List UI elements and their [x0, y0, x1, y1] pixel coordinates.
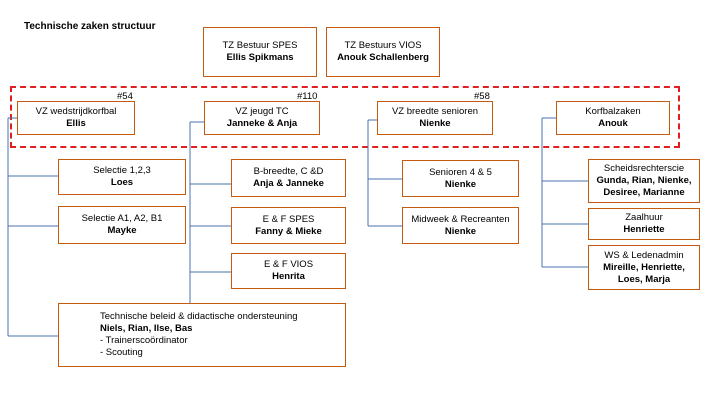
box-technische-beleid: Technische beleid & didactische onderste… [58, 303, 346, 367]
box-person: Janneke & Anja [226, 118, 298, 129]
box-korfbalzaken: Korfbalzaken Anouk [556, 101, 670, 135]
dashed-highlight-frame [10, 86, 680, 148]
box-person: Loes [110, 177, 134, 188]
box-label: B-breedte, C &D [253, 166, 324, 177]
box-selectie-123: Selectie 1,2,3 Loes [58, 159, 186, 195]
box-zaalhuur: Zaalhuur Henriette [588, 208, 700, 240]
box-label: Scheidsrechterscie [603, 163, 685, 174]
box-person: Mayke [107, 225, 137, 236]
box-persons: Niels, Rian, Ilse, Bas [100, 323, 193, 334]
box-midweek-recreanten: Midweek & Recreanten Nienke [402, 207, 519, 244]
box-person: Ellis [66, 118, 86, 129]
box-person: Anouk [598, 118, 628, 129]
box-label: Senioren 4 & 5 [429, 166, 492, 178]
box-label: VZ jeugd TC [235, 106, 289, 117]
number-jeugd: #110 [297, 91, 318, 102]
box-tz-bestuurs-vios: TZ Bestuurs VIOS Anouk Schallenberg [326, 27, 440, 77]
box-ef-spes: E & F SPES Fanny & Mieke [231, 207, 346, 244]
box-person: Henrita [272, 271, 305, 282]
box-person: Nienke [419, 118, 451, 129]
box-label: Zaalhuur [625, 212, 663, 223]
box-person: Gunda, Rian, Nienke, [596, 175, 692, 186]
box-label: E & F SPES [262, 213, 315, 225]
box-label: VZ wedstrijdkorfbal [35, 106, 117, 117]
diagram-title: Technische zaken structuur [24, 21, 156, 32]
box-person: Henriette [623, 224, 665, 235]
box-ws-ledenadmin: WS & Ledenadmin Mireille, Henriette, Loe… [588, 245, 700, 290]
number-breedte: #58 [474, 91, 490, 102]
box-label: Selectie A1, A2, B1 [81, 213, 163, 224]
box-bullet-scouting: - Scouting [100, 347, 143, 358]
box-person: Fanny & Mieke [255, 225, 322, 237]
box-bullet-trainerscoordinator: - Trainerscoördinator [100, 335, 188, 346]
box-person: Nienke [444, 178, 477, 190]
box-b-breedte-c-d: B-breedte, C &D Anja & Janneke [231, 159, 346, 197]
box-person: Nienke [444, 225, 477, 237]
box-label: E & F VIOS [263, 259, 314, 270]
box-person-2: Loes, Marja [617, 273, 671, 285]
box-label: Korfbalzaken [585, 106, 641, 117]
box-person-2: Desiree, Marianne [603, 187, 685, 198]
box-vz-breedte-senioren: VZ breedte senioren Nienke [377, 101, 493, 135]
box-tz-bestuur-spes: TZ Bestuur SPES Ellis Spikmans [203, 27, 317, 77]
box-scheidsrechterscie: Scheidsrechterscie Gunda, Rian, Nienke, … [588, 159, 700, 203]
box-vz-wedstrijdkorfbal: VZ wedstrijdkorfbal Ellis [17, 101, 135, 135]
box-label: Technische beleid & didactische onderste… [100, 311, 298, 322]
box-person: Anouk Schallenberg [337, 52, 429, 63]
box-selectie-a1-a2-b1: Selectie A1, A2, B1 Mayke [58, 206, 186, 244]
box-label: TZ Bestuur SPES [222, 40, 298, 51]
box-vz-jeugd-tc: VZ jeugd TC Janneke & Anja [204, 101, 320, 135]
box-person: Anja & Janneke [253, 178, 324, 189]
box-label: TZ Bestuurs VIOS [344, 40, 422, 51]
box-person: Ellis Spikmans [226, 52, 294, 63]
box-label: Midweek & Recreanten [411, 213, 510, 225]
box-senioren-4-5: Senioren 4 & 5 Nienke [402, 160, 519, 197]
box-label: Selectie 1,2,3 [93, 165, 151, 176]
number-wedstrijd: #54 [117, 91, 133, 102]
box-person: Mireille, Henriette, [603, 261, 685, 273]
box-label: WS & Ledenadmin [604, 249, 684, 261]
box-ef-vios: E & F VIOS Henrita [231, 253, 346, 289]
box-label: VZ breedte senioren [391, 106, 479, 117]
